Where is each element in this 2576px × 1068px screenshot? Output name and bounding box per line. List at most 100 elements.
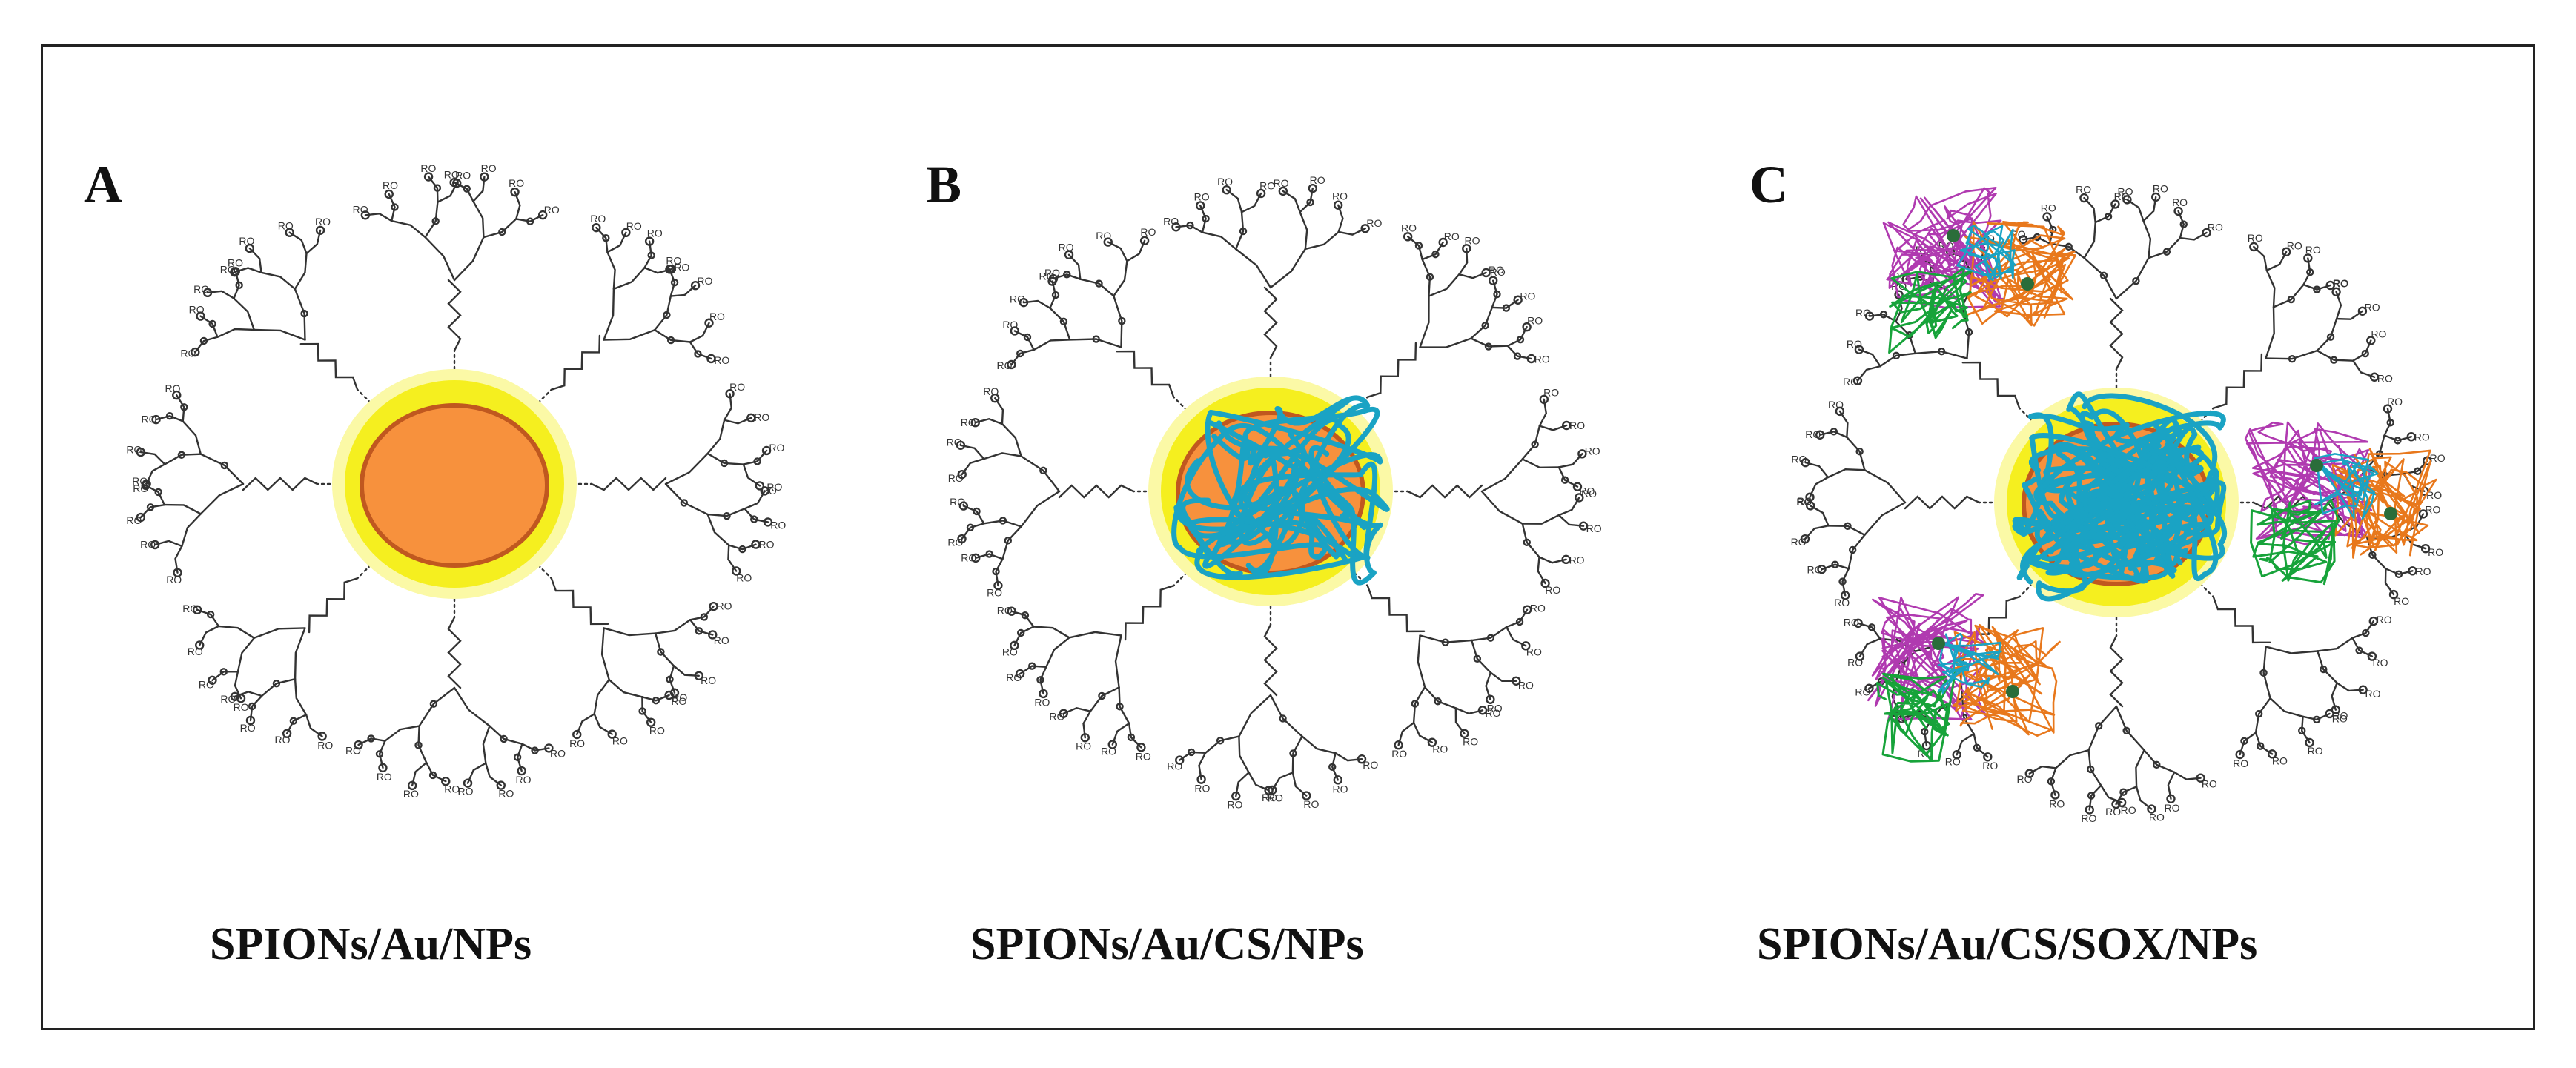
svg-text:RO: RO bbox=[188, 646, 203, 657]
svg-text:RO: RO bbox=[1049, 711, 1064, 723]
svg-text:RO: RO bbox=[1490, 266, 1506, 278]
svg-text:RO: RO bbox=[133, 482, 148, 494]
chitosan-coil bbox=[1171, 395, 1390, 586]
svg-text:RO: RO bbox=[770, 519, 786, 531]
svg-text:RO: RO bbox=[345, 744, 361, 756]
svg-text:RO: RO bbox=[1843, 376, 1858, 388]
enzyme-cluster bbox=[1867, 593, 2061, 763]
dendrimer-branches: RO RO RO RO RO RO RO RO RO RO RO RO RO RO RO RO RO RO RO RO… bbox=[1791, 182, 2446, 824]
svg-text:RO: RO bbox=[947, 537, 963, 548]
svg-text:RO: RO bbox=[1391, 748, 1407, 760]
svg-text:RO: RO bbox=[2333, 277, 2348, 289]
svg-text:RO: RO bbox=[166, 574, 182, 586]
svg-text:RO: RO bbox=[2305, 244, 2321, 256]
svg-text:RO: RO bbox=[1834, 597, 1850, 608]
svg-text:RO: RO bbox=[2105, 806, 2121, 817]
svg-text:RO: RO bbox=[142, 414, 157, 425]
svg-text:RO: RO bbox=[180, 347, 196, 359]
svg-text:RO: RO bbox=[1310, 174, 1325, 186]
svg-text:RO: RO bbox=[961, 552, 976, 564]
svg-text:RO: RO bbox=[1140, 226, 1156, 238]
svg-text:RO: RO bbox=[1828, 399, 1844, 411]
dendrimer-branches: RORORORORORORORORORORORORORORORORORORORO… bbox=[126, 162, 786, 800]
svg-text:RO: RO bbox=[1527, 315, 1543, 327]
svg-text:RO: RO bbox=[1485, 707, 1500, 719]
svg-text:RO: RO bbox=[649, 724, 665, 736]
svg-text:RO: RO bbox=[2373, 657, 2388, 669]
svg-text:RO: RO bbox=[697, 275, 712, 287]
svg-text:RO: RO bbox=[1274, 177, 1289, 189]
svg-text:RO: RO bbox=[2172, 196, 2188, 208]
svg-text:RO: RO bbox=[612, 734, 628, 746]
svg-text:RO: RO bbox=[1791, 536, 1807, 548]
svg-text:RO: RO bbox=[1259, 180, 1275, 192]
svg-text:RO: RO bbox=[950, 496, 965, 508]
svg-text:RO: RO bbox=[714, 354, 729, 366]
svg-text:RO: RO bbox=[1489, 264, 1504, 276]
svg-text:RO: RO bbox=[1136, 750, 1151, 762]
svg-text:RO: RO bbox=[2049, 798, 2065, 810]
panel-a-diagram: RORORORORORORORORORORORORORORORORORORORO… bbox=[126, 162, 786, 800]
svg-text:RO: RO bbox=[1163, 216, 1179, 228]
svg-text:RO: RO bbox=[1401, 222, 1417, 233]
svg-text:RO: RO bbox=[2010, 228, 2026, 240]
svg-text:RO: RO bbox=[1545, 584, 1560, 596]
svg-text:RO: RO bbox=[455, 170, 471, 182]
panel-c-caption: SPIONs/Au/CS/SOX/NPs bbox=[1757, 919, 2258, 969]
svg-text:RO: RO bbox=[1945, 755, 1961, 767]
svg-text:RO: RO bbox=[2149, 812, 2165, 823]
svg-text:RO: RO bbox=[444, 169, 460, 181]
svg-text:RO: RO bbox=[1059, 242, 1074, 253]
svg-text:RO: RO bbox=[1518, 679, 1534, 691]
svg-text:RO: RO bbox=[709, 311, 725, 322]
svg-text:RO: RO bbox=[1844, 616, 1859, 628]
figure-frame: RO RO RO RO RO RO RO RO RO RO RO RO RO RO RO RO RO RO RO RO… bbox=[41, 44, 2535, 1030]
svg-text:RO: RO bbox=[2081, 812, 2096, 824]
svg-text:RO: RO bbox=[590, 213, 606, 225]
svg-text:RO: RO bbox=[996, 359, 1012, 371]
svg-text:RO: RO bbox=[1332, 783, 1348, 795]
svg-text:RO: RO bbox=[2233, 757, 2248, 769]
svg-text:RO: RO bbox=[1363, 759, 1378, 771]
svg-text:RO: RO bbox=[1579, 485, 1595, 497]
chitosan-coil bbox=[2029, 393, 2228, 602]
svg-text:RO: RO bbox=[1268, 792, 1283, 804]
panel-c-diagram: RO RO RO RO RO RO RO RO RO RO RO RO RO RO RO RO RO RO RO RO… bbox=[1791, 182, 2446, 824]
svg-text:RO: RO bbox=[182, 603, 198, 614]
svg-text:RO: RO bbox=[2272, 755, 2288, 767]
svg-text:RO: RO bbox=[2377, 373, 2393, 385]
svg-text:RO: RO bbox=[2208, 221, 2223, 233]
svg-text:RO: RO bbox=[2414, 431, 2430, 443]
svg-text:RO: RO bbox=[132, 475, 148, 487]
svg-text:RO: RO bbox=[444, 783, 460, 795]
svg-text:RO: RO bbox=[220, 693, 236, 705]
svg-text:RO: RO bbox=[647, 228, 663, 239]
svg-text:RO: RO bbox=[550, 748, 566, 760]
svg-text:RO: RO bbox=[515, 774, 531, 786]
svg-text:RO: RO bbox=[2308, 745, 2323, 757]
svg-text:RO: RO bbox=[377, 771, 392, 783]
svg-text:RO: RO bbox=[2076, 184, 2091, 196]
svg-text:RO: RO bbox=[1194, 190, 1210, 202]
svg-text:RO: RO bbox=[2332, 709, 2348, 721]
svg-text:RO: RO bbox=[1432, 743, 1448, 754]
svg-text:RO: RO bbox=[353, 204, 368, 216]
svg-text:RO: RO bbox=[666, 255, 681, 267]
svg-text:RO: RO bbox=[228, 257, 243, 269]
svg-text:RO: RO bbox=[1586, 523, 1602, 534]
svg-text:RO: RO bbox=[948, 472, 964, 484]
svg-text:RO: RO bbox=[1332, 190, 1348, 202]
svg-text:RO: RO bbox=[674, 261, 689, 273]
svg-text:RO: RO bbox=[2153, 182, 2168, 194]
svg-text:RO: RO bbox=[983, 385, 999, 397]
svg-text:RO: RO bbox=[2202, 777, 2217, 789]
svg-text:RO: RO bbox=[315, 216, 331, 228]
svg-text:RO: RO bbox=[1585, 445, 1600, 457]
svg-text:RO: RO bbox=[1303, 798, 1319, 810]
svg-text:RO: RO bbox=[961, 417, 976, 428]
svg-text:RO: RO bbox=[1034, 696, 1050, 708]
svg-text:RO: RO bbox=[1796, 496, 1812, 508]
svg-text:RO: RO bbox=[189, 304, 205, 316]
svg-text:RO: RO bbox=[317, 739, 333, 751]
